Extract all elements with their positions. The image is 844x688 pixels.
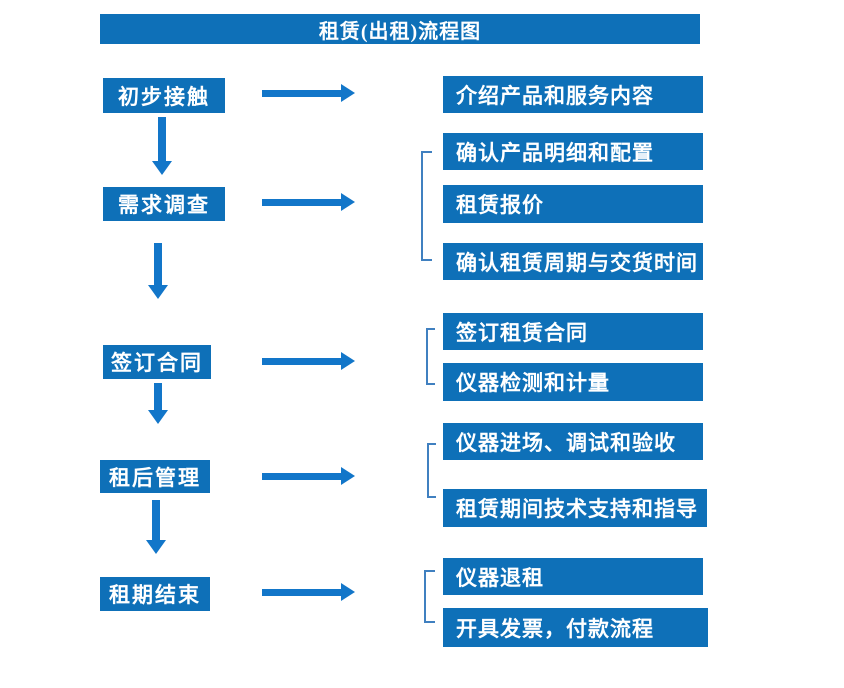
arrow-shaft — [154, 383, 162, 411]
right-arrow-step5 — [262, 583, 355, 602]
detail-tech-support-guidance: 租赁期间技术支持和指导 — [443, 489, 707, 527]
arrow-head-icon — [341, 467, 355, 485]
arrow-shaft — [158, 117, 166, 162]
arrow-head-icon — [341, 583, 355, 601]
arrow-head-icon — [341, 84, 355, 102]
bracket-post-rental-group — [427, 443, 436, 498]
right-arrow-step3 — [262, 352, 355, 371]
step-initial-contact: 初步接触 — [103, 78, 225, 113]
arrow-head-icon — [152, 161, 172, 175]
down-arrow-step1-to-step2 — [152, 117, 172, 175]
right-arrow-step1 — [262, 84, 355, 103]
arrow-head-icon — [148, 410, 168, 424]
arrow-shaft — [262, 90, 342, 97]
bracket-lease-end-group — [424, 570, 435, 623]
arrow-shaft — [262, 358, 342, 365]
detail-confirm-product-config: 确认产品明细和配置 — [443, 133, 703, 170]
detail-rental-quotation: 租赁报价 — [443, 185, 703, 223]
arrow-shaft — [262, 589, 342, 596]
right-arrow-step2 — [262, 193, 355, 212]
detail-instrument-return: 仪器退租 — [443, 558, 703, 595]
bracket-sign-contract-group — [426, 328, 435, 385]
arrow-head-icon — [146, 540, 166, 554]
detail-confirm-lease-period-delivery: 确认租赁周期与交货时间 — [443, 243, 703, 280]
step-lease-end: 租期结束 — [100, 577, 210, 611]
detail-introduce-products-services: 介绍产品和服务内容 — [443, 76, 703, 113]
down-arrow-step3-to-step4 — [148, 383, 168, 424]
arrow-head-icon — [341, 193, 355, 211]
arrow-head-icon — [341, 352, 355, 370]
arrow-shaft — [262, 199, 342, 206]
right-arrow-step4 — [262, 467, 355, 486]
down-arrow-step2-to-step3 — [148, 243, 168, 299]
down-arrow-step4-to-step5 — [146, 500, 166, 554]
arrow-shaft — [154, 243, 162, 286]
detail-instrument-testing-metering: 仪器检测和计量 — [443, 363, 703, 401]
detail-sign-lease-contract: 签订租赁合同 — [443, 313, 703, 350]
detail-instrument-setup-acceptance: 仪器进场、调试和验收 — [443, 423, 703, 460]
step-sign-contract: 签订合同 — [103, 345, 211, 379]
step-post-rental-management: 租后管理 — [100, 460, 210, 493]
arrow-shaft — [262, 473, 342, 480]
step-demand-survey: 需求调查 — [103, 187, 225, 221]
bracket-demand-survey-group — [421, 151, 432, 261]
flowchart-title: 租赁(出租)流程图 — [100, 14, 700, 44]
arrow-shaft — [152, 500, 160, 541]
arrow-head-icon — [148, 285, 168, 299]
detail-invoice-payment-process: 开具发票，付款流程 — [443, 608, 708, 647]
